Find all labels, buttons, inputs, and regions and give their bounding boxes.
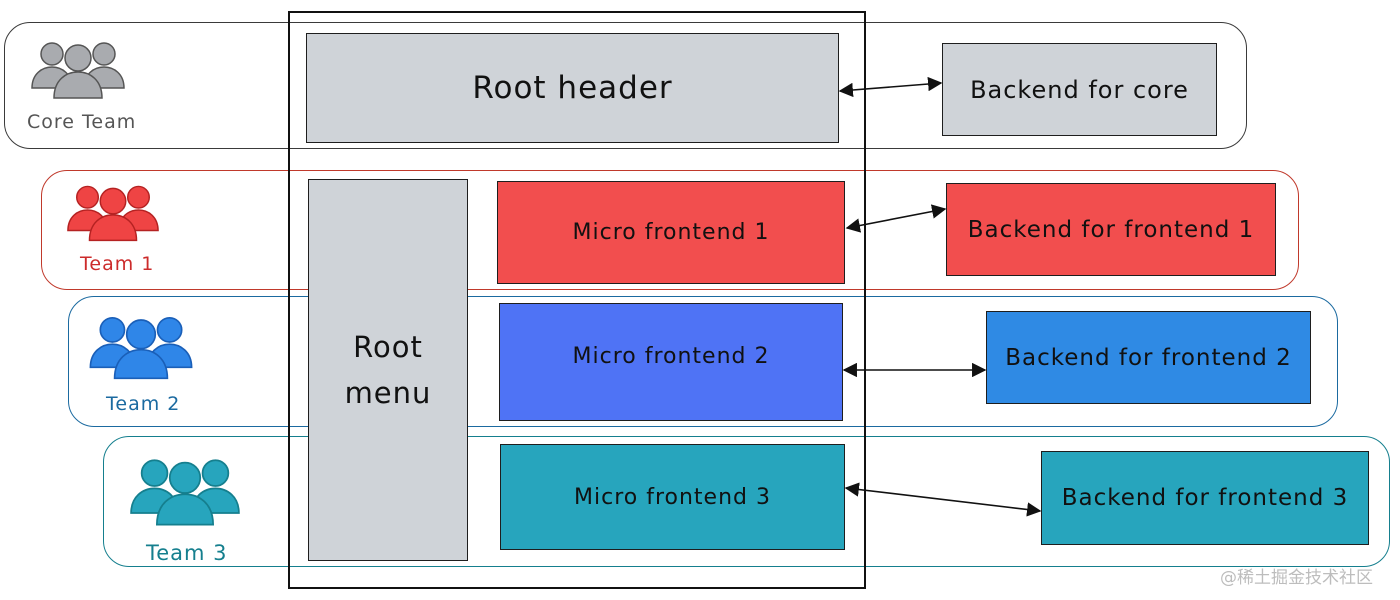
lane-core-team (4, 22, 1247, 149)
team-group-svg (31, 42, 125, 99)
team-label-core: Core Team (27, 111, 137, 133)
team-group-svg (67, 185, 159, 242)
backend-frontend-3-box: Backend for frontend 3 (1041, 451, 1369, 545)
root-menu-box: Root menu (308, 179, 468, 561)
micro-frontend-2-box: Micro frontend 2 (499, 303, 843, 421)
backend-frontend-2-label: Backend for frontend 2 (1005, 344, 1292, 371)
micro-frontend-3-box: Micro frontend 3 (500, 444, 845, 550)
team-label-1: Team 1 (80, 253, 155, 275)
lane-team-1 (41, 170, 1299, 290)
backend-frontend-2-box: Backend for frontend 2 (986, 311, 1311, 404)
root-menu-label-line2: menu (344, 376, 432, 410)
team-group-icon (64, 172, 162, 244)
arrow-core (838, 76, 943, 98)
arrow-team-1 (845, 204, 947, 233)
arrow-team-3 (844, 482, 1042, 517)
team-group-svg (130, 459, 240, 526)
team-group-icon (86, 303, 196, 381)
team-group-icon (28, 30, 128, 100)
backend-core-box: Backend for core (942, 43, 1217, 136)
root-menu-label-line1: Root (353, 330, 423, 364)
root-header-box: Root header (306, 33, 839, 143)
team-label-2: Team 2 (106, 393, 181, 415)
team-group-svg (89, 316, 193, 380)
backend-core-label: Backend for core (970, 75, 1189, 104)
root-container (288, 11, 866, 589)
root-header-label: Root header (472, 70, 673, 106)
team-label-3: Team 3 (146, 541, 228, 565)
lane-team-3 (103, 436, 1390, 567)
lane-team-2 (68, 296, 1338, 427)
team-group-icon (126, 445, 244, 527)
backend-frontend-1-box: Backend for frontend 1 (946, 183, 1276, 276)
micro-frontend-1-label: Micro frontend 1 (572, 220, 770, 245)
watermark: @稀土掘金技术社区 (1220, 568, 1373, 588)
micro-frontend-1-box: Micro frontend 1 (497, 181, 845, 284)
micro-frontend-2-label: Micro frontend 2 (572, 344, 770, 369)
backend-frontend-3-label: Backend for frontend 3 (1061, 485, 1349, 511)
micro-frontend-3-label: Micro frontend 3 (574, 484, 771, 510)
backend-frontend-1-label: Backend for frontend 1 (967, 216, 1255, 243)
